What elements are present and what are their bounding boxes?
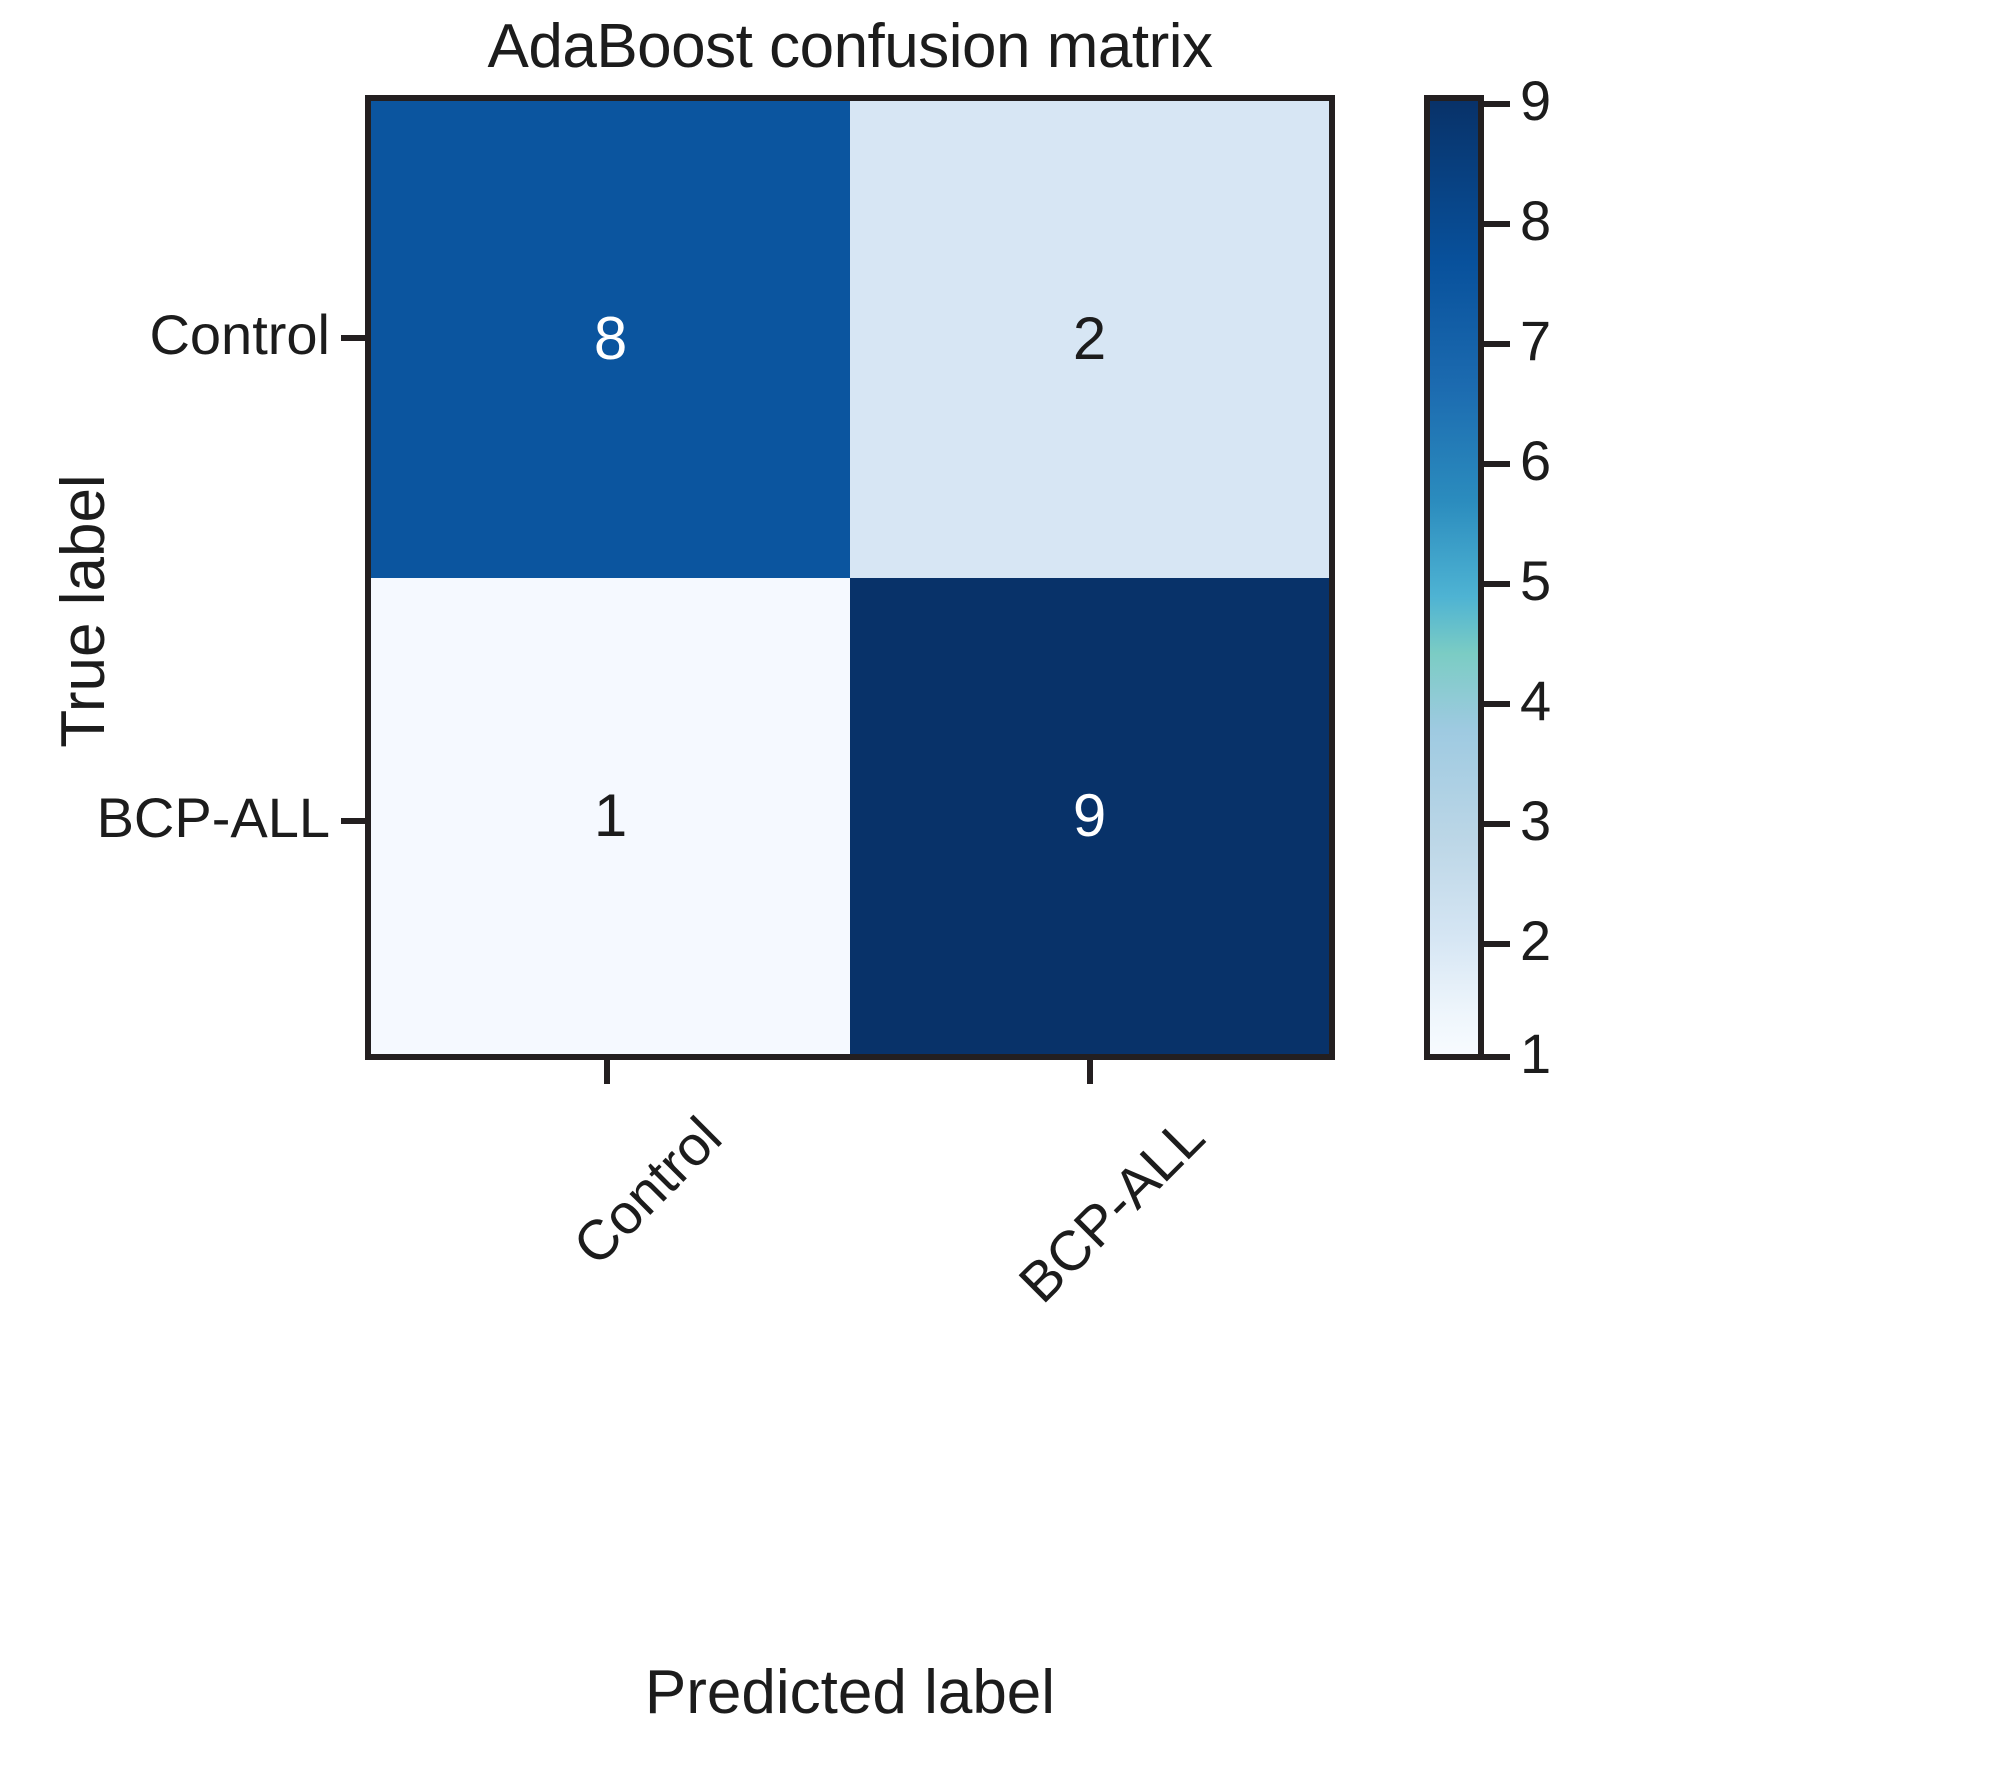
- colorbar-tick-label-6: 6: [1520, 429, 1552, 492]
- xtick-mark-control: [604, 1060, 610, 1084]
- colorbar-tick-mark-2: [1484, 941, 1510, 947]
- page-title: AdaBoost confusion matrix: [487, 12, 1214, 81]
- matrix-cell-bcpall-bcpall: 9: [850, 577, 1329, 1054]
- matrix-cell-control-control: 8: [371, 101, 850, 578]
- cell-value: 1: [593, 781, 628, 849]
- colorbar-tick-mark-3: [1484, 821, 1510, 827]
- colorbar-tick-label-8: 8: [1520, 189, 1552, 252]
- y-axis-title: True label: [49, 474, 118, 748]
- cell-value: 9: [1072, 781, 1107, 849]
- colorbar-tick-label-4: 4: [1520, 669, 1552, 732]
- ytick-mark-control: [341, 335, 365, 341]
- colorbar-tick-mark-8: [1484, 221, 1510, 227]
- xtick-label-bcpall: BCP-ALL: [1006, 1104, 1217, 1315]
- colorbar-tick-label-9: 9: [1520, 69, 1552, 132]
- colorbar-tick-mark-1: [1484, 1054, 1510, 1060]
- colorbar-tick-label-5: 5: [1520, 549, 1552, 612]
- colorbar-tick-label-7: 7: [1520, 309, 1552, 372]
- cell-value: 2: [1072, 305, 1107, 373]
- cell-value: 8: [593, 305, 628, 373]
- colorbar-tick-mark-9: [1484, 101, 1510, 107]
- colorbar-tick-mark-7: [1484, 341, 1510, 347]
- heatmap-axes: 8 2 1 9: [365, 95, 1335, 1060]
- colorbar-tick-mark-6: [1484, 461, 1510, 467]
- colorbar-tick-label-1: 1: [1520, 1022, 1552, 1085]
- xtick-label-control: Control: [560, 1104, 734, 1277]
- colorbar: 9 8 7 6 5 4 3 2 1: [1424, 71, 1551, 1084]
- ytick-label-bcpall: BCP-ALL: [96, 786, 330, 849]
- colorbar-tick-label-3: 3: [1520, 789, 1552, 852]
- colorbar-tick-mark-4: [1484, 701, 1510, 707]
- matrix-cell-control-bcpall: 2: [850, 101, 1329, 578]
- ytick-label-control: Control: [149, 303, 330, 366]
- colorbar-tick-label-2: 2: [1520, 909, 1552, 972]
- colorbar-gradient: [1424, 95, 1484, 1060]
- colorbar-tick-mark-5: [1484, 581, 1510, 587]
- matrix-cell-bcpall-control: 1: [371, 577, 850, 1054]
- ytick-mark-bcpall: [341, 818, 365, 824]
- x-axis-title: Predicted label: [644, 1658, 1056, 1727]
- xtick-mark-bcpall: [1087, 1060, 1093, 1084]
